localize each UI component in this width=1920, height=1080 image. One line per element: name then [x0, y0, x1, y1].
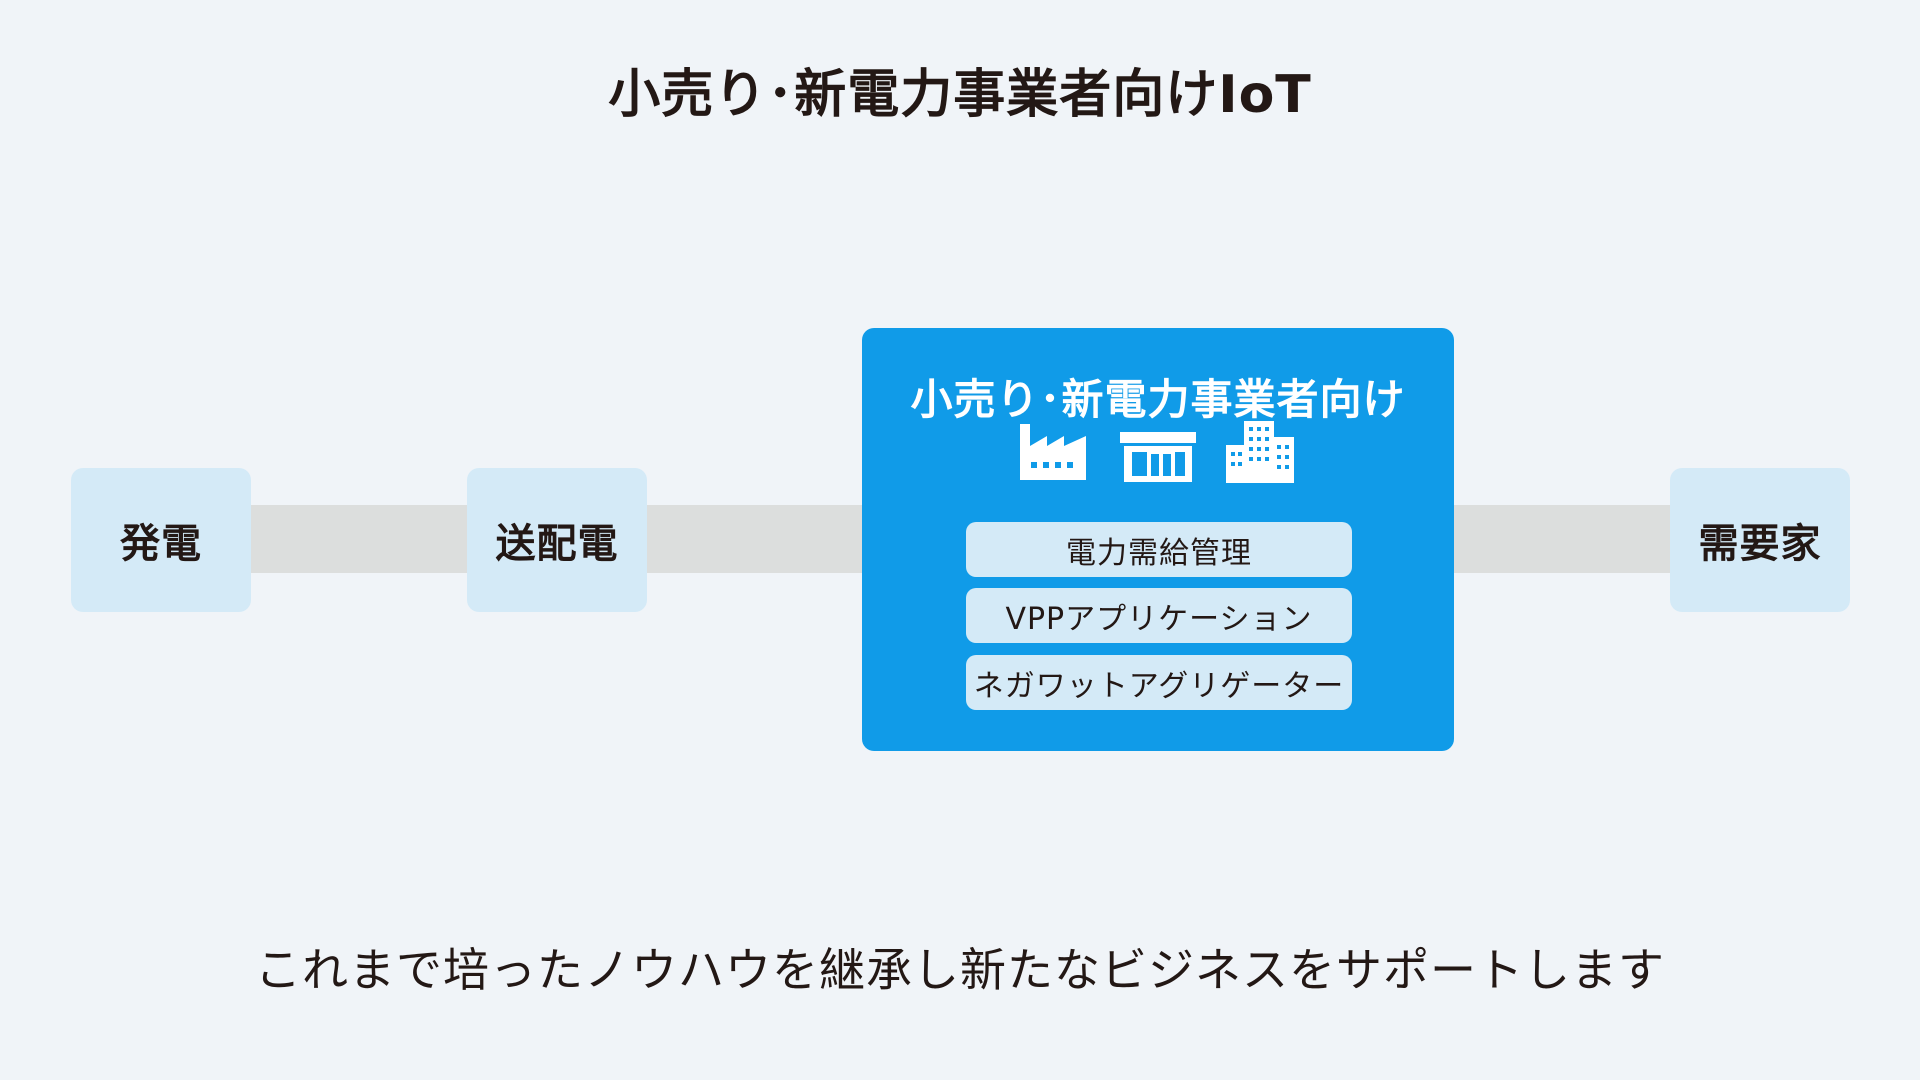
- node-consumer: 需要家: [1670, 468, 1850, 612]
- service-item-demand-management: 電力需給管理: [966, 522, 1352, 577]
- office-building-icon: [1226, 421, 1294, 483]
- retailer-box: 小売り･新電力事業者向け 電力需給管理 VP: [862, 328, 1454, 751]
- service-item-vpp-application: VPPアプリケーション: [966, 588, 1352, 643]
- connector-bar-right: [1440, 505, 1680, 573]
- factory-icon: [1020, 424, 1086, 480]
- node-generation: 発電: [71, 468, 251, 612]
- service-item-negawatt-aggregator: ネガワットアグリゲーター: [966, 655, 1352, 710]
- retailer-box-title: 小売り･新電力事業者向け: [910, 375, 1406, 424]
- store-icon: [1120, 432, 1196, 482]
- node-transmission: 送配電: [467, 468, 647, 612]
- page-title: 小売り･新電力事業者向けIoT: [608, 65, 1312, 125]
- node-transmission-label: 送配電: [495, 521, 619, 567]
- node-consumer-label: 需要家: [1698, 521, 1822, 567]
- footer-message: これまで培ったノウハウを継承し新たなビジネスをサポートします: [255, 943, 1665, 997]
- node-generation-label: 発電: [120, 521, 202, 567]
